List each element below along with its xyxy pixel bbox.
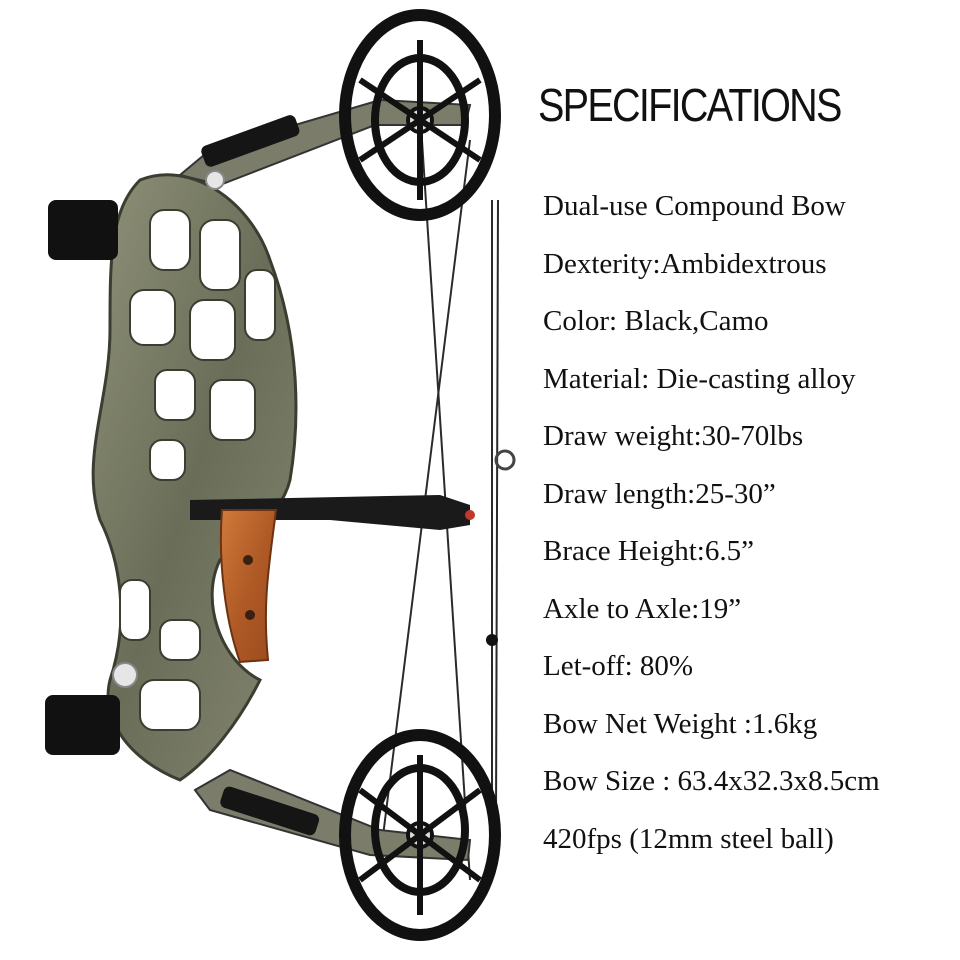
grip-screws bbox=[243, 555, 255, 620]
spec-item: Draw weight:30-70lbs bbox=[543, 420, 804, 452]
spec-item: Bow Size : 63.4x32.3x8.5cm bbox=[543, 765, 880, 797]
bottom-cam bbox=[339, 729, 501, 941]
rest-red-dot bbox=[465, 510, 475, 520]
wooden-grip bbox=[219, 509, 278, 664]
spec-item: 420fps (12mm steel ball) bbox=[543, 822, 834, 855]
spec-item: Color: Black,Camo bbox=[543, 305, 769, 337]
lower-limb-dampers bbox=[220, 786, 320, 836]
arrow-rest bbox=[190, 495, 470, 530]
spec-item: Dual-use Compound Bow bbox=[543, 190, 846, 222]
spec-item: Draw length:25-30” bbox=[543, 477, 776, 510]
spec-item: Axle to Axle:19” bbox=[543, 592, 742, 625]
specifications-title: SPECIFICATIONS bbox=[538, 79, 842, 131]
lower-limb bbox=[193, 768, 472, 862]
limb-bolts bbox=[45, 200, 120, 755]
spec-item: Material: Die-casting alloy bbox=[543, 362, 856, 395]
spec-list: Dual-use Compound Bow Dexterity:Ambidext… bbox=[543, 178, 880, 868]
top-cam bbox=[339, 9, 501, 221]
spec-item: Brace Height:6.5” bbox=[543, 535, 754, 567]
upper-limb-dampers bbox=[201, 115, 300, 167]
d-loop bbox=[494, 449, 516, 471]
limb-bolt-caps bbox=[112, 170, 225, 688]
spec-item: Dexterity:Ambidextrous bbox=[543, 247, 827, 280]
riser-cutouts bbox=[119, 209, 276, 731]
spec-item: Let-off: 80% bbox=[543, 650, 694, 682]
string-silencer bbox=[486, 634, 498, 646]
spec-item: Bow Net Weight :1.6kg bbox=[543, 707, 818, 740]
